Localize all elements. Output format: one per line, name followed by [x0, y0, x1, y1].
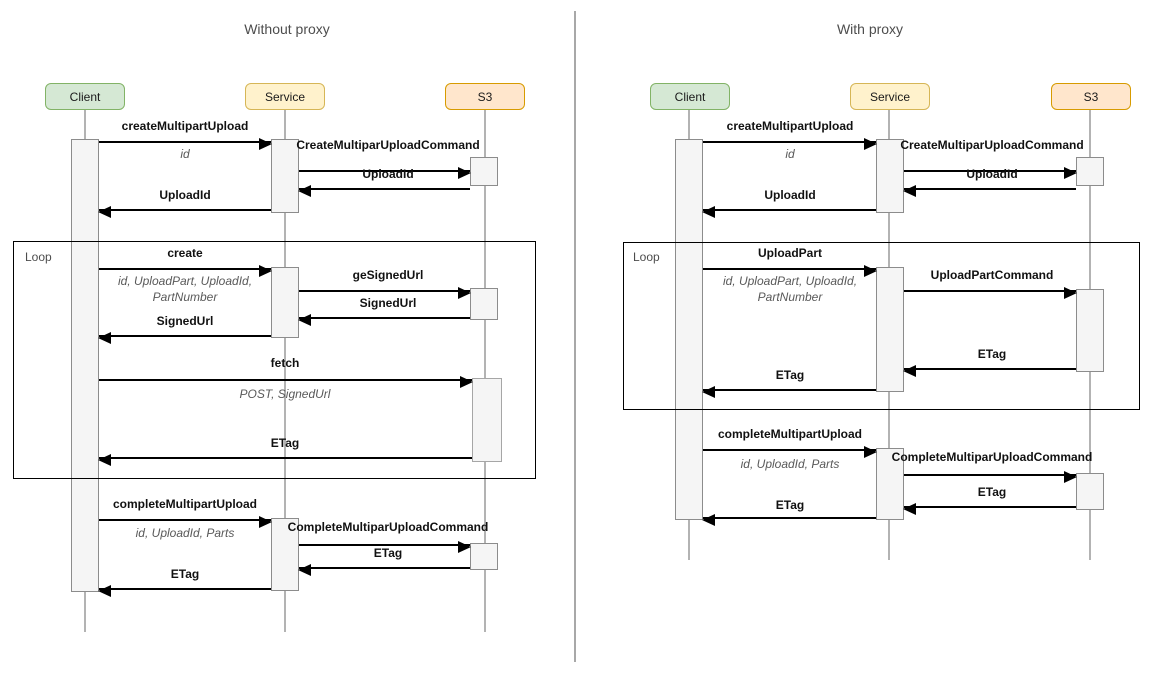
- left-label-create: create: [167, 246, 203, 260]
- right-activation-service-3: [876, 448, 904, 520]
- left-loop-frame: [13, 241, 536, 479]
- left-label-gesignedurl: geSignedUrl: [352, 268, 424, 282]
- left-actor-service: Service: [245, 83, 325, 110]
- right-label-completecommand: CompleteMultiparUploadCommand: [891, 450, 1093, 464]
- right-label-uploadid-return-client: UploadId: [764, 188, 816, 202]
- right-arrow-etag-return-client: [702, 514, 876, 526]
- panel-divider: [574, 11, 576, 662]
- left-label-etag-return-client: ETag: [170, 567, 200, 581]
- left-arrow-createMultipartUpload: [99, 138, 272, 150]
- right-activation-service-2: [876, 267, 904, 392]
- left-arrow-create: [99, 265, 272, 277]
- right-label-etag-return-client: ETag: [775, 498, 805, 512]
- left-actor-client: Client: [45, 83, 125, 110]
- right-label-uploadpart: UploadPart: [757, 246, 823, 260]
- left-label-etag-return-s3: ETag: [373, 546, 403, 560]
- right-arrow-completecommand: [904, 471, 1077, 483]
- right-actor-s3: S3: [1051, 83, 1131, 110]
- left-activation-s3-fetch: [472, 378, 502, 462]
- left-arrow-completecommand: [299, 541, 471, 553]
- right-loop-label: Loop: [633, 250, 660, 264]
- right-params-uploadpart-line2: PartNumber: [757, 290, 823, 304]
- right-arrow-uploadid-return-client: [702, 206, 876, 218]
- left-activation-s3-2: [470, 288, 498, 320]
- right-label-etag-return-s3: ETag: [977, 485, 1007, 499]
- right-arrow-uploadpart: [703, 265, 877, 277]
- left-arrow-signedurl-return-client: [98, 332, 271, 344]
- left-actor-s3: S3: [445, 83, 525, 110]
- right-activation-service-1: [876, 139, 904, 213]
- left-activation-service-3: [271, 518, 299, 591]
- left-label-signedurl-return-s3: SignedUrl: [359, 296, 417, 310]
- right-activation-s3-1: [1076, 157, 1104, 186]
- right-arrow-createMultipartUpload: [703, 138, 877, 150]
- left-arrow-signedurl-return-s3: [298, 314, 470, 326]
- left-params-create-line1: id, UploadPart, UploadId,: [117, 274, 253, 288]
- right-arrow-uploadid-return-s3: [903, 185, 1076, 197]
- right-label-createMultipartUpload: createMultipartUpload: [726, 119, 854, 133]
- right-arrow-completeMultipartUpload: [703, 446, 877, 458]
- right-label-completeMultipartUpload: completeMultipartUpload: [717, 427, 863, 441]
- right-arrow-uploadpartcommand: [904, 287, 1077, 299]
- left-lifeline-s3: [484, 110, 486, 632]
- left-params-fetch: POST, SignedUrl: [239, 387, 331, 401]
- right-params-complete: id, UploadId, Parts: [740, 457, 840, 471]
- left-params-create-line2: PartNumber: [152, 290, 218, 304]
- left-params-id: id: [180, 147, 190, 161]
- right-arrow-etag-loop-s3: [903, 365, 1076, 377]
- left-arrow-uploadid-return-s3: [298, 185, 470, 197]
- left-arrow-etag-return-client: [98, 585, 271, 597]
- left-label-createMultipartUpload: createMultipartUpload: [121, 119, 249, 133]
- right-actor-service: Service: [850, 83, 930, 110]
- left-activation-client: [71, 139, 99, 592]
- left-params-complete: id, UploadId, Parts: [135, 526, 235, 540]
- left-arrow-uploadid-return-client: [98, 206, 271, 218]
- left-label-uploadid-return-s3: UploadId: [362, 167, 414, 181]
- left-arrow-etag-return-s3: [298, 564, 470, 576]
- right-arrow-createcommand: [904, 167, 1077, 179]
- left-label-signedurl-return-client: SignedUrl: [156, 314, 214, 328]
- left-arrow-gesignedurl: [299, 287, 471, 299]
- left-lifeline-service: [284, 110, 286, 632]
- left-panel-title: Without proxy: [244, 21, 330, 37]
- left-activation-service-2: [271, 267, 299, 338]
- right-activation-s3-3: [1076, 473, 1104, 510]
- right-params-uploadpart-line1: id, UploadPart, UploadId,: [722, 274, 858, 288]
- right-panel-title: With proxy: [836, 21, 904, 37]
- left-arrow-fetch: [99, 376, 473, 388]
- right-label-etag-loop-client: ETag: [775, 368, 805, 382]
- left-arrow-etag-loop: [98, 454, 472, 466]
- right-arrow-etag-loop-client: [702, 386, 876, 398]
- right-loop-frame: [623, 242, 1140, 410]
- right-arrow-etag-return-s3: [903, 503, 1076, 515]
- left-activation-s3-3: [470, 543, 498, 570]
- right-activation-client: [675, 139, 703, 520]
- left-label-etag-loop: ETag: [270, 436, 300, 450]
- right-actor-client: Client: [650, 83, 730, 110]
- left-loop-label: Loop: [25, 250, 52, 264]
- left-label-completecommand: CompleteMultiparUploadCommand: [287, 520, 489, 534]
- right-label-etag-loop-s3: ETag: [977, 347, 1007, 361]
- right-activation-s3-2: [1076, 289, 1104, 372]
- left-activation-s3-1: [470, 157, 498, 186]
- left-label-fetch: fetch: [270, 356, 300, 370]
- right-label-uploadid-return-s3: UploadId: [966, 167, 1018, 181]
- right-label-createcommand: CreateMultiparUploadCommand: [900, 138, 1084, 152]
- left-activation-service-1: [271, 139, 299, 213]
- left-label-createcommand: CreateMultiparUploadCommand: [296, 138, 480, 152]
- right-label-uploadpartcommand: UploadPartCommand: [930, 268, 1054, 282]
- left-arrow-createcommand: [299, 167, 471, 179]
- left-arrow-completeMultipartUpload: [99, 516, 272, 528]
- right-params-id: id: [785, 147, 795, 161]
- left-label-uploadid-return-client: UploadId: [159, 188, 211, 202]
- left-label-completeMultipartUpload: completeMultipartUpload: [112, 497, 258, 511]
